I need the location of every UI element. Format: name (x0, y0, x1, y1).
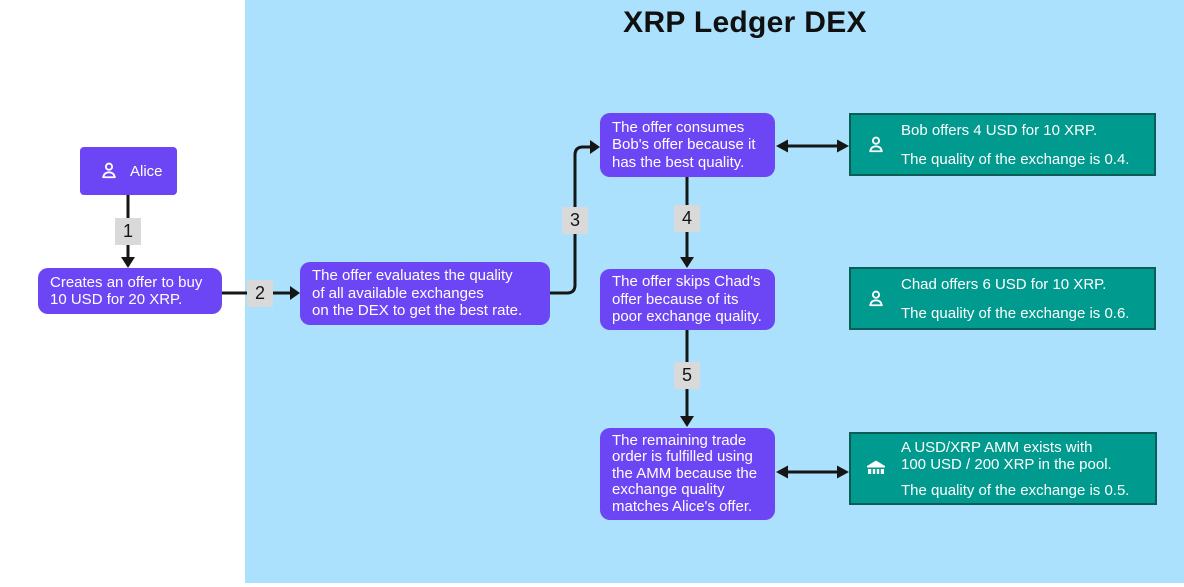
arrowhead-right-consume-bob (837, 139, 849, 153)
node-skip-chad-text: The offer skips Chad's offer because of … (612, 273, 762, 326)
offer-card-amm: A USD/XRP AMM exists with 100 USD / 200 … (849, 432, 1157, 505)
step-badge-4-label: 4 (681, 208, 692, 228)
offer-card-bob: Bob offers 4 USD for 10 XRP. The quality… (849, 113, 1156, 176)
actor-node-alice: Alice (80, 147, 177, 195)
person-icon (98, 160, 120, 182)
bob-offer-text: Bob offers 4 USD for 10 XRP. (901, 121, 1098, 139)
arrowhead-down-amm-fulfill (680, 416, 694, 427)
node-evaluate-quality-text: The offer evaluates the quality of all a… (312, 267, 523, 320)
step-badge-5: 5 (674, 362, 700, 389)
step-badge-1: 1 (115, 218, 141, 245)
node-skip-chad: The offer skips Chad's offer because of … (600, 269, 775, 330)
step-badge-2-label: 2 (254, 283, 265, 303)
step-badge-3-label: 3 (569, 210, 580, 230)
arrowhead-down-create (121, 257, 135, 268)
chad-offer-text: Chad offers 6 USD for 10 XRP. (901, 275, 1107, 293)
arrowhead-left-fulfill-amm (776, 465, 788, 479)
arrowhead-right-fulfill-amm (837, 465, 849, 479)
node-amm-fulfill-text: The remaining trade order is fulfilled u… (612, 431, 758, 515)
step-badge-1-label: 1 (122, 221, 133, 241)
node-consume-bob-text: The offer consumes Bob's offer because i… (612, 118, 756, 171)
diagram-title: XRP Ledger DEX (623, 6, 867, 39)
node-consume-bob: The offer consumes Bob's offer because i… (600, 113, 775, 177)
step-badge-4: 4 (674, 205, 700, 232)
node-amm-fulfill: The remaining trade order is fulfilled u… (600, 428, 775, 520)
arrowhead-down-skip (680, 257, 694, 268)
amm-quality-text: The quality of the exchange is 0.5. (901, 481, 1130, 499)
arrowhead-right-consume (590, 140, 600, 154)
arrowhead-left-consume-bob (776, 139, 788, 153)
person-icon (851, 288, 901, 310)
amm-pool-text: A USD/XRP AMM exists with 100 USD / 200 … (901, 438, 1112, 473)
step-badge-5-label: 5 (681, 365, 692, 385)
arrowhead-right-evaluate (290, 286, 300, 300)
chad-quality-text: The quality of the exchange is 0.6. (901, 304, 1130, 322)
node-create-offer-text: Creates an offer to buy 10 USD for 20 XR… (50, 273, 203, 309)
step-badge-3: 3 (562, 207, 588, 234)
bank-icon (851, 457, 901, 481)
person-icon (851, 134, 901, 156)
step-badge-2: 2 (247, 280, 273, 307)
offer-card-chad: Chad offers 6 USD for 10 XRP. The qualit… (849, 267, 1156, 330)
node-evaluate-quality: The offer evaluates the quality of all a… (300, 262, 550, 325)
node-create-offer: Creates an offer to buy 10 USD for 20 XR… (38, 268, 222, 314)
actor-label: Alice (130, 162, 163, 180)
bob-quality-text: The quality of the exchange is 0.4. (901, 150, 1130, 168)
